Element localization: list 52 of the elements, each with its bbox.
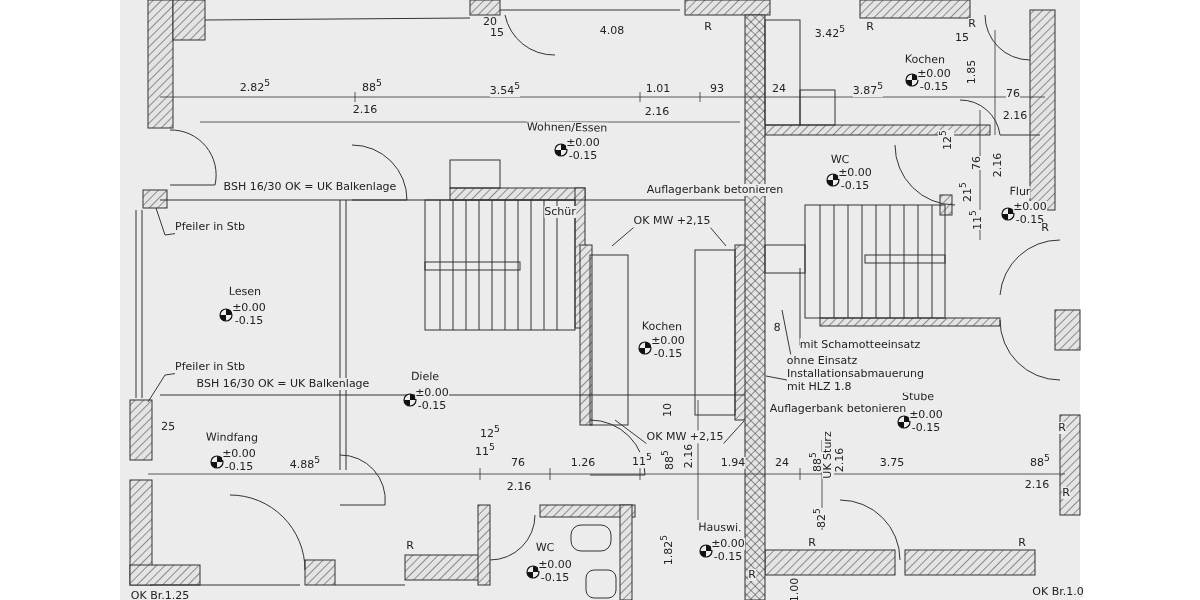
leader-line xyxy=(147,373,176,403)
dimension-text: BSH 16/30 OK = UK Balkenlage xyxy=(196,377,370,391)
dimension-text: ±0.00 xyxy=(909,408,943,422)
leader-line xyxy=(723,420,745,445)
dimension-text: Kochen xyxy=(904,53,946,67)
dimension-text: ±0.00 xyxy=(651,334,685,348)
dimension-text: Kochen xyxy=(641,320,683,334)
leader-line xyxy=(614,419,647,445)
dimension-text: Diele xyxy=(410,370,440,384)
dimension-text: WC xyxy=(535,541,555,555)
leader-line xyxy=(611,227,634,247)
annotation-text: OK MW +2,15 xyxy=(633,214,711,228)
dimension-text: 3.54$^{5}$ xyxy=(489,81,521,97)
dimension-text: WC xyxy=(830,153,850,167)
dimension-text: ±0.00 xyxy=(711,537,745,551)
dimension-text: 11$^{5}$ xyxy=(475,442,495,458)
dimension-text: R xyxy=(748,568,756,582)
dimension-text: 1.94 xyxy=(720,456,746,470)
dimension-text: ±0.00 xyxy=(1013,200,1047,214)
dimension-text: ±0.00 xyxy=(917,67,951,81)
dimension-text: OK Br.1.25 xyxy=(130,589,190,600)
annotation-text: OK MW +2,15 xyxy=(646,430,724,444)
leader-line xyxy=(710,227,727,247)
dimension-text: BSH 16/30 OK = UK Balkenlage xyxy=(223,180,397,194)
dimension-text: ±0.00 xyxy=(538,558,572,572)
dimension-text: ±0.00 xyxy=(838,166,872,180)
dimension-text: R xyxy=(1058,421,1066,435)
dimension-text: 76 xyxy=(970,156,984,170)
dimension-text: Auflagerbank betonieren xyxy=(769,402,907,416)
dimension-text: OK Br.1.0 xyxy=(1032,585,1084,599)
dimension-text: Hauswi. xyxy=(698,521,742,535)
dimension-text: ±0.00 xyxy=(232,301,266,315)
dimension-text: 11$^{5}$ xyxy=(632,452,652,468)
leader-line xyxy=(765,375,788,381)
dimension-text: 76 xyxy=(1006,87,1020,101)
dimension-text: ±0.00 xyxy=(222,447,256,461)
dimension-text: ±0.00 xyxy=(415,386,449,400)
dimension-text: 12$^{5}$ xyxy=(480,424,500,440)
dimension-text: UK Sturz xyxy=(821,431,835,479)
dimension-text: ±0.00 xyxy=(566,136,600,150)
dimension-text: 4.88$^{5}$ xyxy=(289,455,321,471)
dimension-text: Wohnen/Essen xyxy=(526,121,608,135)
dimension-text: 88$^{5}$ xyxy=(362,78,382,94)
dimension-text: Auflagerbank betonieren xyxy=(646,183,784,197)
dimension-text: 3.42$^{5}$ xyxy=(814,24,846,40)
leader-line xyxy=(155,207,176,236)
dimension-text: 3.87$^{5}$ xyxy=(852,81,884,97)
dimension-text: 2.82$^{5}$ xyxy=(239,78,271,94)
dimension-text: 88$^{5}$ xyxy=(1030,453,1050,469)
dimension-text: Windfang xyxy=(205,431,259,445)
dimension-text: R xyxy=(1062,486,1070,500)
dimension-text: Schür xyxy=(544,205,576,219)
